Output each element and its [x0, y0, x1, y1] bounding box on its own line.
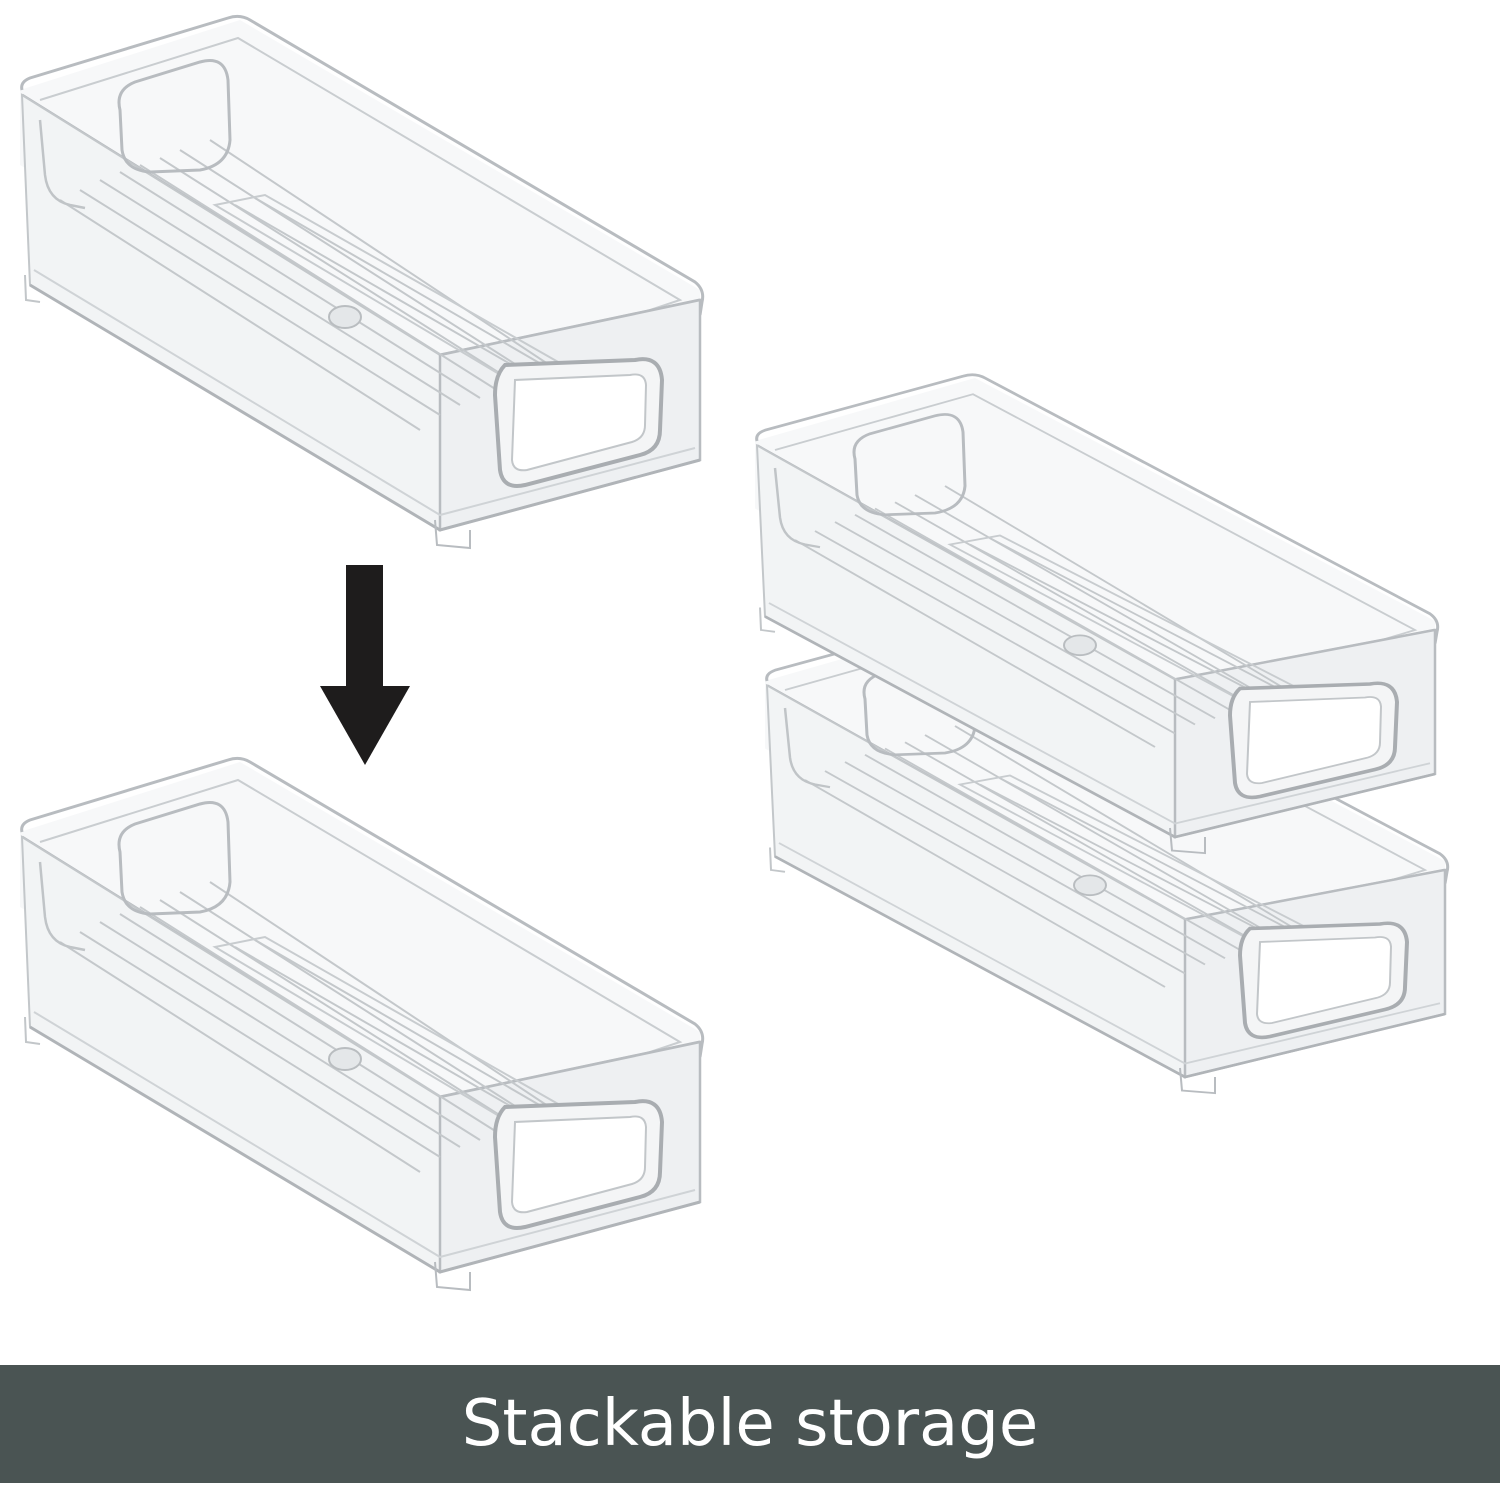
caption-text: Stackable storage — [461, 1387, 1039, 1461]
top-left-bin — [18, 14, 705, 550]
bottom-left-bin — [18, 756, 705, 1292]
down-arrow-icon — [320, 565, 410, 765]
caption-banner: Stackable storage — [0, 1365, 1500, 1483]
product-illustration — [18, 14, 1450, 1292]
